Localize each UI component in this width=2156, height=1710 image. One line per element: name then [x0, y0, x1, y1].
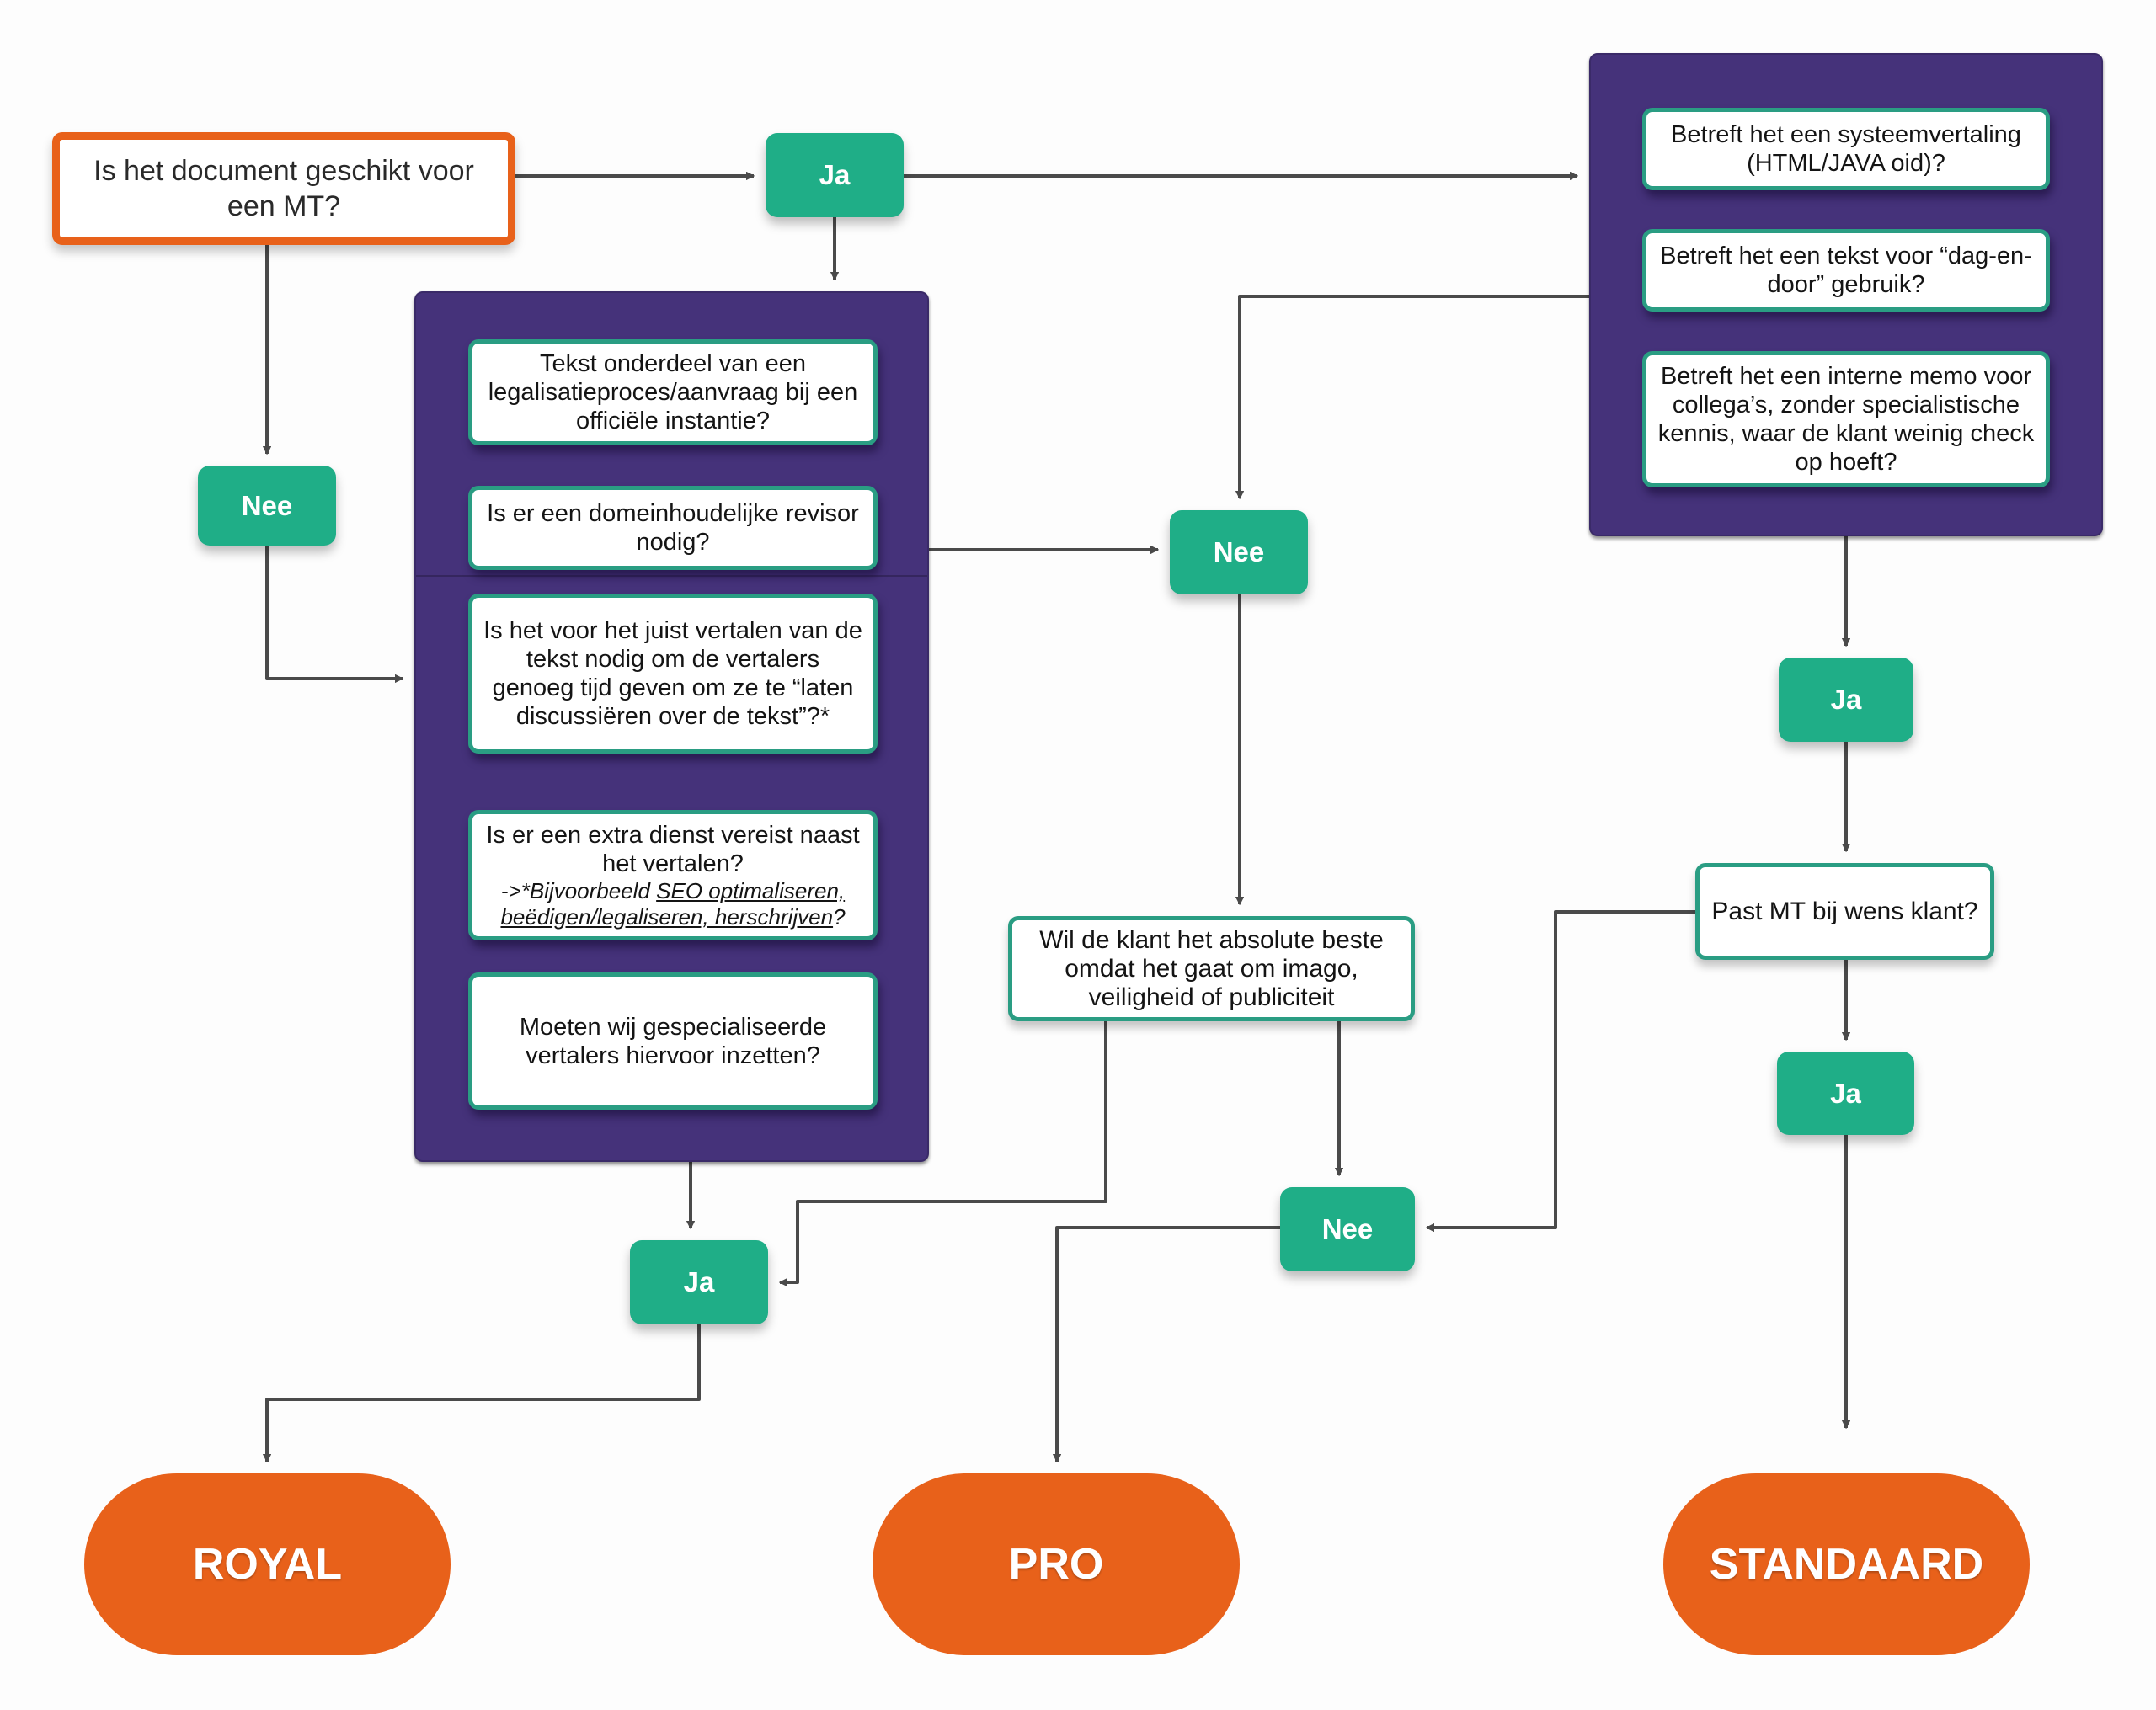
no-label: Nee	[1213, 536, 1265, 567]
yes-node-final: Ja	[1777, 1052, 1914, 1135]
royal-criteria-card: Moeten wij gespecialiseerde vertalers hi…	[468, 972, 878, 1110]
outcome-pro: PRO	[873, 1473, 1240, 1655]
standard-criteria-card: Betreft het een interne memo voor colleg…	[1642, 351, 2050, 487]
example-services-1: SEO optimaliseren,	[656, 877, 846, 903]
card-text: Betreft het een systeemvertaling (HTML/J…	[1671, 121, 2021, 177]
connector-ja-bottom-to-royal	[267, 1324, 701, 1462]
outcome-royal-label: ROYAL	[192, 1540, 343, 1589]
connector-nee-left-to-royal-panel	[265, 546, 403, 679]
card-text: Is het voor het juist vertalen van de te…	[483, 617, 862, 730]
card-text: Tekst onderdeel van een legalisatieproce…	[488, 350, 858, 434]
connector-pro-question-to-ja-bottom	[780, 1021, 1107, 1282]
royal-criteria-card: Is het voor het juist vertalen van de te…	[468, 594, 878, 754]
card-example-note: ->*Bijvoorbeeld SEO optimaliseren,beëdig…	[500, 878, 845, 930]
example-services-2: beëdigen/legaliseren, herschrijven	[500, 903, 834, 930]
card-text: Betreft het een interne memo voor colleg…	[1657, 363, 2035, 476]
standard-criteria-panel: Betreft het een systeemvertaling (HTML/J…	[1589, 53, 2103, 536]
yes-node-right: Ja	[1779, 658, 1913, 742]
royal-criteria-card: Is er een extra dienst vereist naast het…	[468, 810, 878, 940]
no-label: Nee	[1321, 1213, 1374, 1244]
royal-criteria-panel: Tekst onderdeel van een legalisatieproce…	[414, 291, 929, 1162]
mt-fit-question-text: Past MT bij wens klant?	[1711, 897, 1978, 925]
pro-question: Wil de klant het absolute beste omdat he…	[1008, 916, 1415, 1021]
mt-fit-question: Past MT bij wens klant?	[1695, 863, 1994, 960]
no-node-bottom: Nee	[1280, 1187, 1415, 1271]
card-text: Is er een domeinhoudelijke revisor nodig…	[487, 500, 859, 556]
start-question: Is het document geschikt voor een MT?	[52, 132, 515, 245]
outcome-standard: STANDAARD	[1663, 1473, 2030, 1655]
outcome-royal: ROYAL	[84, 1473, 451, 1655]
card-text: Betreft het een tekst voor “dag-en-door”…	[1660, 242, 2032, 298]
panel-divider	[416, 575, 927, 577]
pro-question-text: Wil de klant het absolute beste omdat he…	[1039, 925, 1384, 1011]
start-question-text: Is het document geschikt voor een MT?	[93, 155, 474, 222]
example-suffix: ?	[833, 903, 846, 930]
connector-mt-question-to-nee-bottom	[1427, 910, 1695, 1228]
example-prefix: ->*Bijvoorbeeld	[500, 877, 657, 903]
royal-criteria-card: Tekst onderdeel van een legalisatieproce…	[468, 339, 878, 445]
yes-label: Ja	[1830, 1077, 1861, 1109]
yes-label: Ja	[1830, 684, 1862, 715]
outcome-standard-label: STANDAARD	[1709, 1540, 1984, 1589]
connector-nee-bottom-to-pro	[1057, 1226, 1280, 1462]
standard-criteria-card: Betreft het een tekst voor “dag-en-door”…	[1642, 229, 2050, 312]
royal-criteria-card: Is er een domeinhoudelijke revisor nodig…	[468, 486, 878, 570]
no-label: Nee	[241, 489, 293, 521]
no-node-middle: Nee	[1170, 510, 1308, 594]
yes-label: Ja	[819, 159, 851, 190]
no-node-left: Nee	[198, 466, 336, 546]
card-text: Moeten wij gespecialiseerde vertalers hi…	[519, 1013, 827, 1069]
card-text: Is er een extra dienst vereist naast het…	[486, 821, 860, 877]
yes-label: Ja	[683, 1266, 715, 1297]
yes-node-top: Ja	[766, 133, 904, 217]
yes-node-bottom: Ja	[630, 1240, 768, 1324]
outcome-pro-label: PRO	[1008, 1540, 1104, 1589]
connector-standard-panel-to-nee-mid	[1240, 295, 1589, 498]
standard-criteria-card: Betreft het een systeemvertaling (HTML/J…	[1642, 108, 2050, 190]
